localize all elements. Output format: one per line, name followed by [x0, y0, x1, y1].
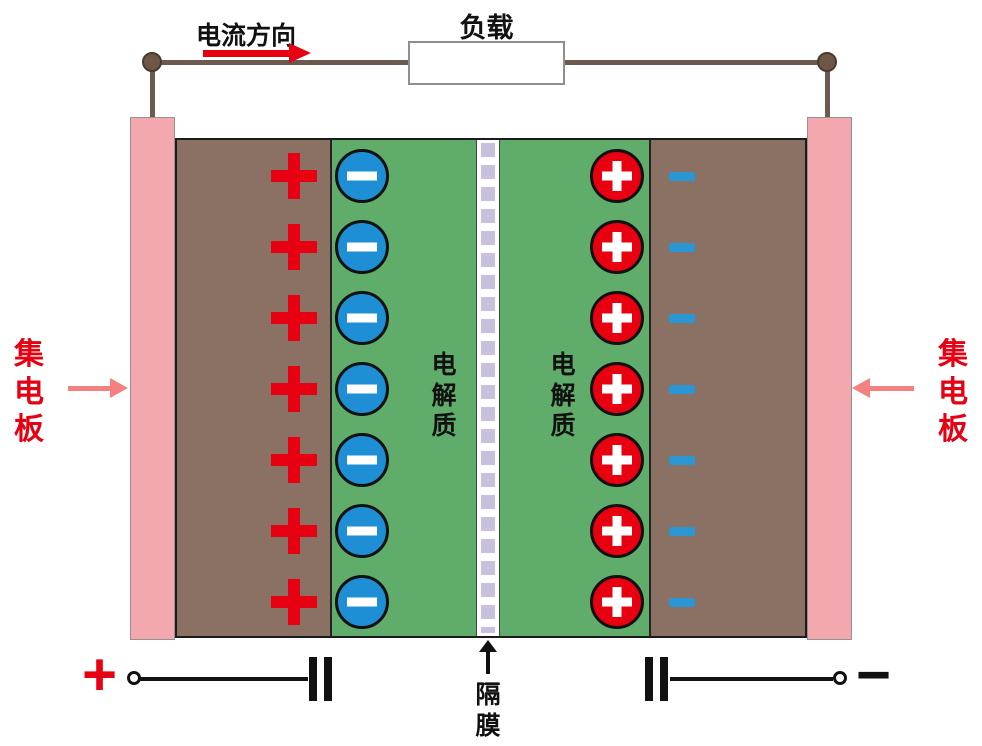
positive-ion-icon	[590, 291, 644, 345]
positive-ion-icon	[590, 433, 644, 487]
electrode-positive-charge-icon	[271, 579, 317, 625]
cell-body: 电解质 电解质	[175, 138, 807, 638]
current-arrow-icon	[203, 50, 289, 57]
separator-label: 隔膜	[475, 681, 501, 741]
separator-squares	[481, 143, 495, 633]
negative-ion-icon	[335, 291, 389, 345]
electrode-negative-charge-icon	[669, 171, 695, 181]
negative-ion-icon	[335, 220, 389, 274]
positive-ion-icon	[590, 149, 644, 203]
wire-left	[150, 62, 155, 120]
negative-ion-icon	[335, 575, 389, 629]
current-arrow-head-icon	[289, 43, 311, 63]
electrode-negative-charge-icon	[669, 455, 695, 465]
capacitor-bar-icon	[309, 657, 317, 701]
positive-ion-icon	[590, 220, 644, 274]
positive-ion-icon	[590, 504, 644, 558]
terminal-dot-left	[142, 52, 162, 72]
electrode-positive-charge-icon	[271, 153, 317, 199]
electrolyte-label-right: 电解质	[550, 351, 576, 440]
terminal-node-left-icon	[127, 671, 141, 685]
capacitor-bar-icon	[645, 657, 653, 701]
collector-arrow-right-icon	[870, 386, 914, 391]
load-resistor	[408, 41, 565, 85]
bottom-wire-right	[670, 677, 833, 681]
positive-ion-icon	[590, 575, 644, 629]
negative-ion-icon	[335, 149, 389, 203]
collector-arrow-right-head-icon	[852, 378, 870, 398]
collector-arrow-left-icon	[68, 386, 112, 391]
electrode-negative-charge-icon	[669, 597, 695, 607]
electrode-positive-charge-icon	[271, 437, 317, 483]
load-label: 负载	[459, 13, 514, 43]
collector-label-right: 集电板	[938, 338, 968, 446]
positive-terminal-label: +	[82, 641, 118, 708]
wire-right	[825, 62, 830, 120]
electrode-negative-charge-icon	[669, 526, 695, 536]
collector-arrow-left-head-icon	[110, 378, 128, 398]
separator-arrow-head-icon	[479, 640, 497, 652]
negative-ion-icon	[335, 362, 389, 416]
electrode-positive-charge-icon	[271, 295, 317, 341]
negative-ion-icon	[335, 504, 389, 558]
separator-membrane	[476, 140, 500, 636]
collector-label-left: 集电板	[14, 338, 44, 446]
current-direction-label: 电流方向	[196, 22, 297, 50]
electrode-negative-charge-icon	[669, 384, 695, 394]
bottom-wire-left	[140, 677, 308, 681]
negative-ion-icon	[335, 433, 389, 487]
terminal-node-right-icon	[833, 671, 847, 685]
collector-plate-left	[130, 117, 175, 640]
terminal-dot-right	[817, 52, 837, 72]
capacitor-bar-icon	[660, 657, 668, 701]
capacitor-bar-icon	[324, 657, 332, 701]
electrode-negative-charge-icon	[669, 313, 695, 323]
cell-ions-layer	[177, 140, 805, 636]
separator-arrow-icon	[486, 651, 490, 674]
positive-ion-icon	[590, 362, 644, 416]
electrolyte-label-left: 电解质	[431, 351, 457, 440]
electrode-negative-charge-icon	[669, 242, 695, 252]
negative-terminal-label: −	[856, 641, 892, 708]
electrode-positive-charge-icon	[271, 366, 317, 412]
electrode-positive-charge-icon	[271, 508, 317, 554]
electrode-positive-charge-icon	[271, 224, 317, 270]
collector-plate-right	[807, 117, 852, 640]
